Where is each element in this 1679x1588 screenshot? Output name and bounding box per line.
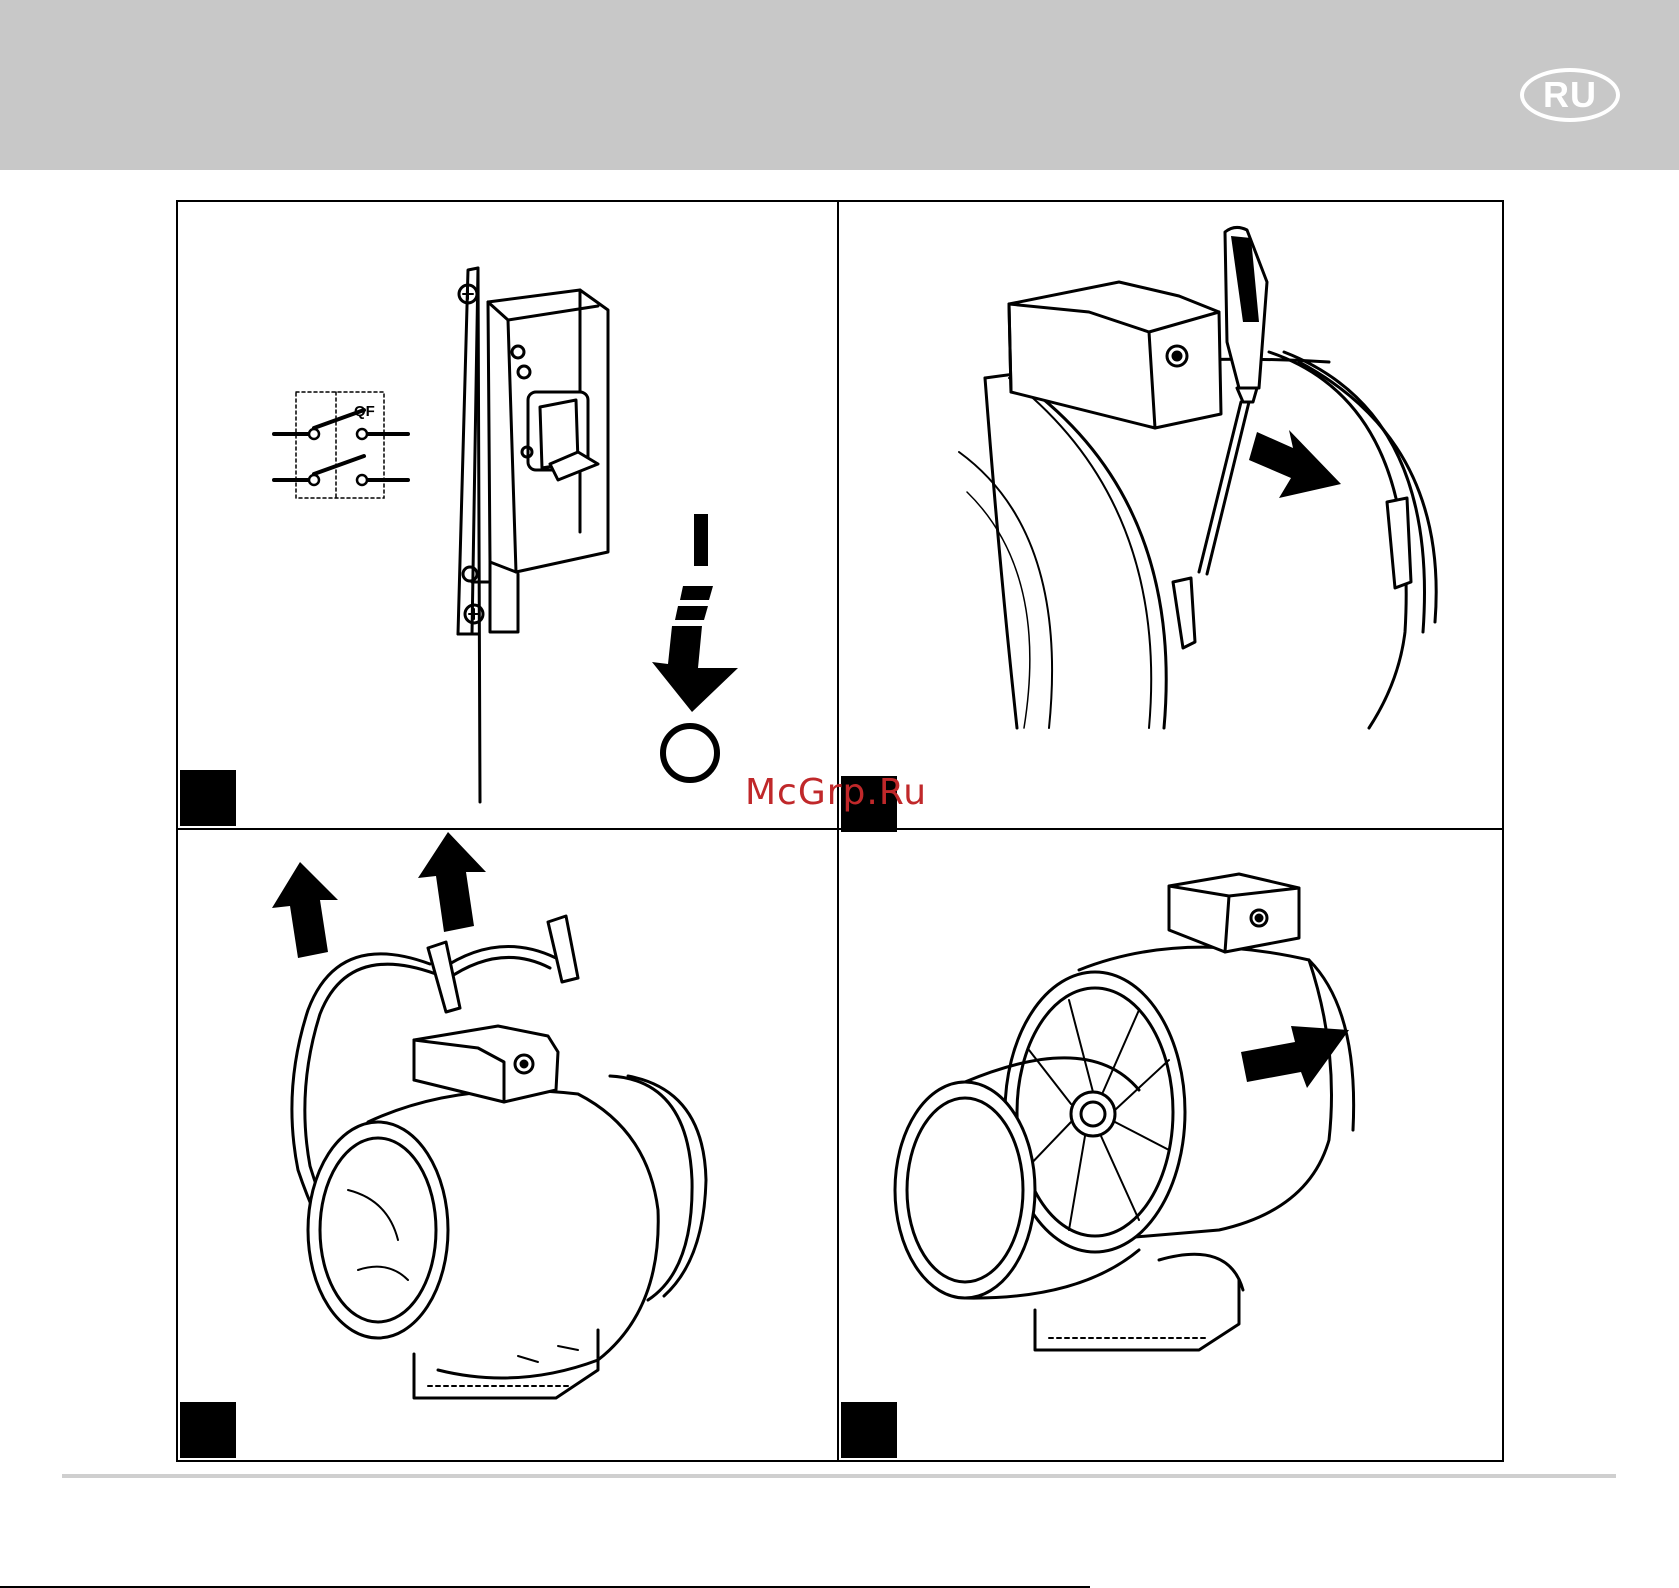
step-marker-4 — [841, 1402, 897, 1458]
step-marker-3 — [180, 1402, 236, 1458]
watermark-text: McGrp.Ru — [745, 772, 927, 813]
step-marker-1 — [180, 770, 236, 826]
motor-removal-illustration — [839, 830, 1502, 1460]
arrow-down-icon — [652, 586, 738, 712]
footer-rule — [62, 1474, 1616, 1478]
language-badge: RU — [1520, 68, 1620, 122]
panel-step-2 — [839, 202, 1502, 828]
clamp-removal-illustration — [178, 830, 837, 1460]
panel-step-1: QF — [178, 202, 837, 828]
schematic-label: QF — [354, 403, 375, 420]
clamp-release-illustration — [839, 202, 1502, 828]
switch-off-circle-icon — [663, 726, 717, 780]
panel-step-4 — [839, 830, 1502, 1460]
arrow-right-icon — [1241, 1026, 1349, 1088]
arrow-up-icon — [272, 832, 486, 958]
switch-on-bar-icon — [694, 514, 708, 566]
breaker-illustration: QF — [178, 202, 837, 828]
header-band — [0, 0, 1679, 170]
panel-step-3 — [178, 830, 837, 1460]
arrow-right-down-icon — [1249, 430, 1341, 498]
